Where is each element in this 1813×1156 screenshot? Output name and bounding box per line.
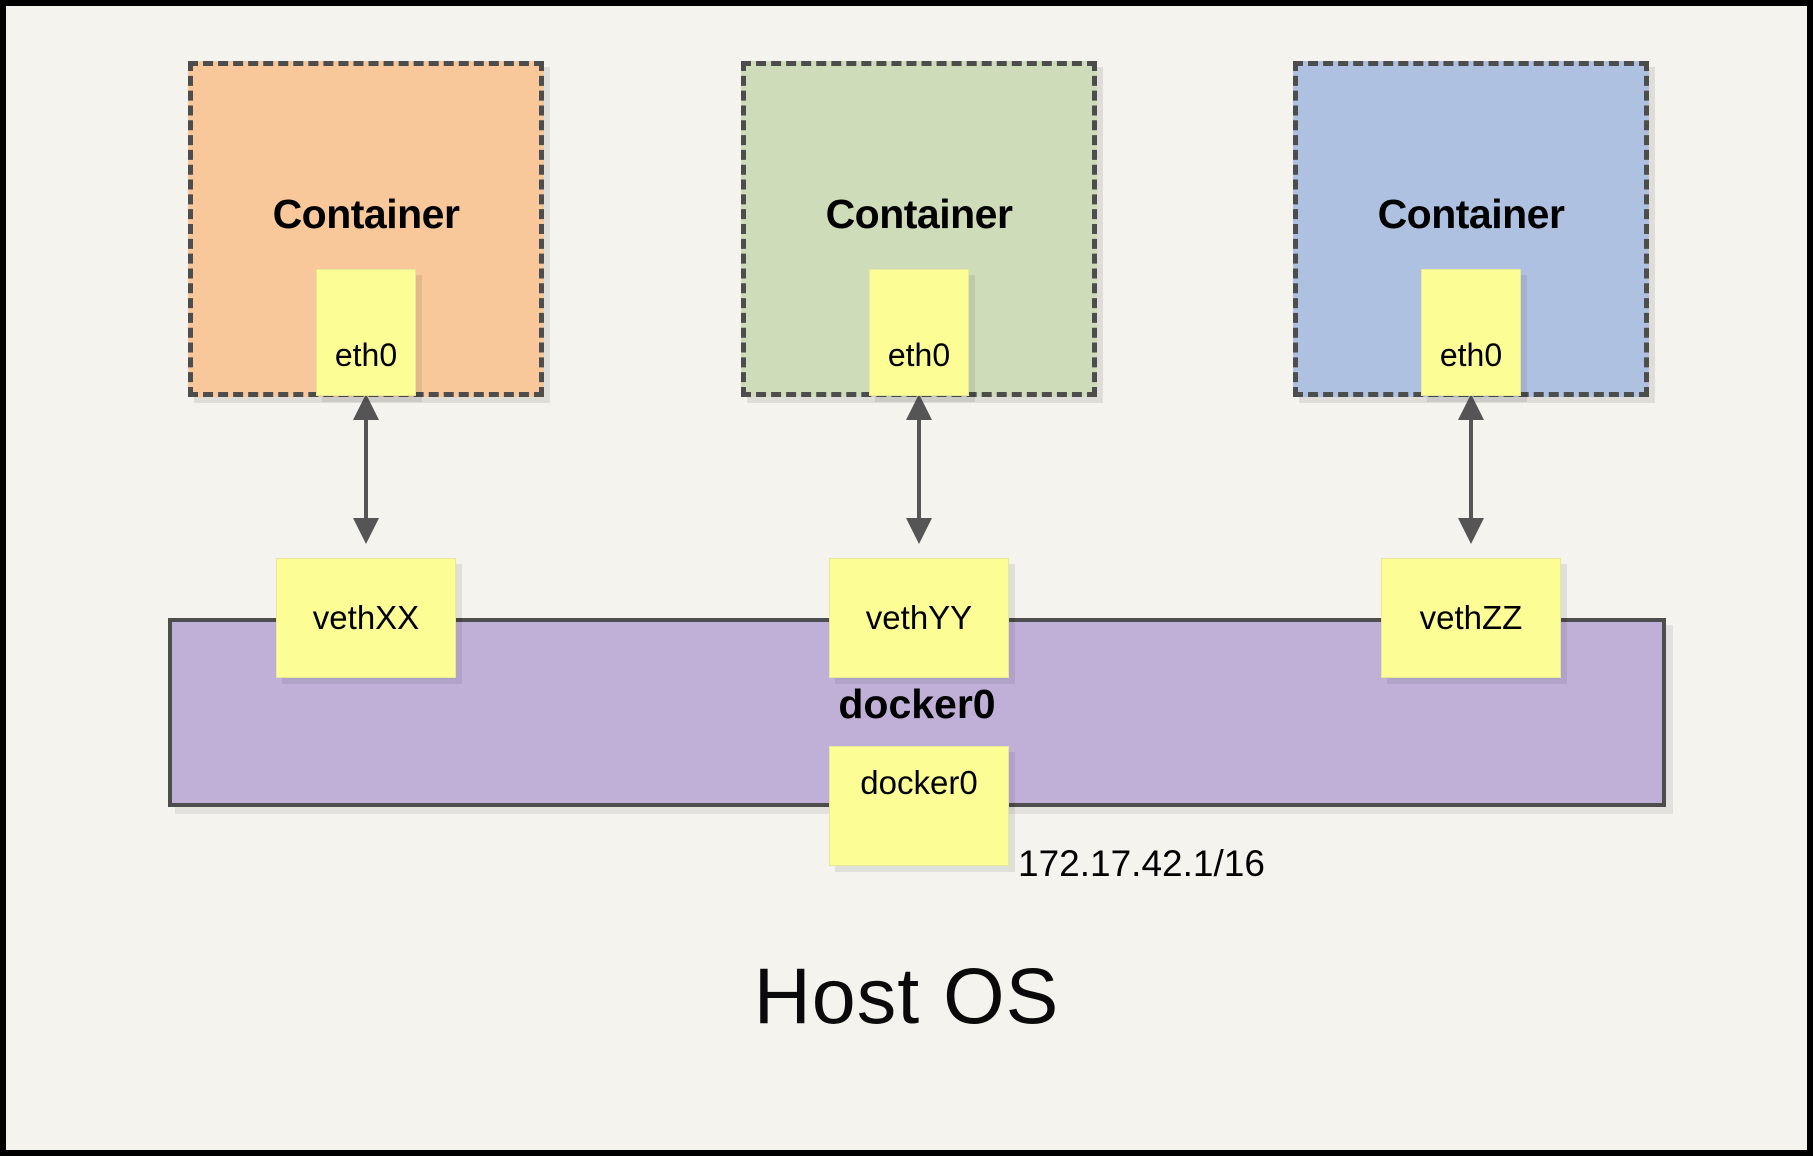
container-title-3: Container xyxy=(1377,191,1565,237)
veth-interface-2[interactable]: vethYY xyxy=(829,558,1009,678)
veth-interface-3[interactable]: vethZZ xyxy=(1381,558,1561,678)
eth0-interface-2[interactable]: eth0 xyxy=(869,269,969,396)
veth-link-arrow-1 xyxy=(353,394,379,544)
container-title-2: Container xyxy=(825,191,1013,237)
veth-link-arrow-3 xyxy=(1458,394,1484,544)
veth-link-arrow-2 xyxy=(906,394,932,544)
host-os-label: Host OS xyxy=(753,951,1060,1040)
docker0-bridge-label: docker0 xyxy=(838,681,996,727)
docker0-host-port[interactable]: docker0 xyxy=(829,746,1009,866)
eth0-interface-3[interactable]: eth0 xyxy=(1421,269,1521,396)
docker0-ip-address: 172.17.42.1/16 xyxy=(1018,843,1265,884)
veth-interface-1[interactable]: vethXX xyxy=(276,558,456,678)
eth0-interface-1[interactable]: eth0 xyxy=(316,269,416,396)
container-title-1: Container xyxy=(272,191,460,237)
